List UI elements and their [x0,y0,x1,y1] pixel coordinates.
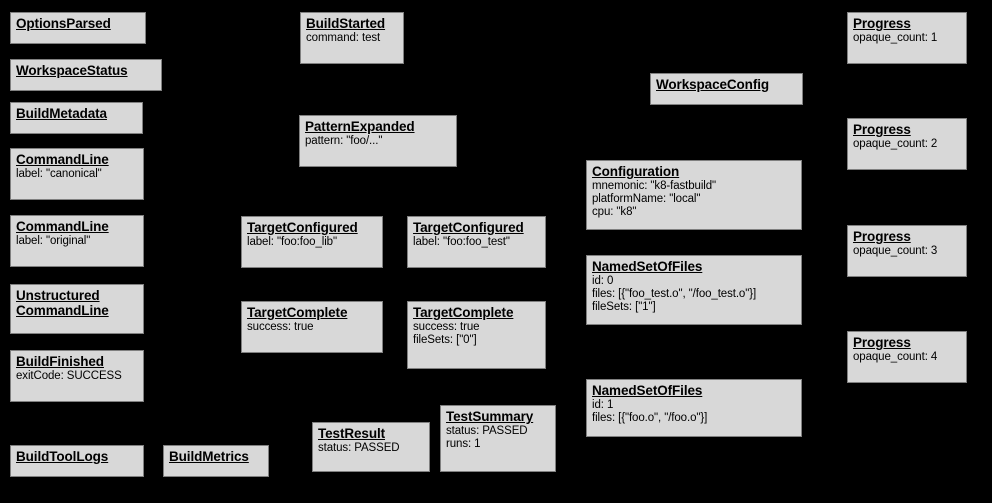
node-workspace-config[interactable]: WorkspaceConfig [650,73,803,105]
node-title: Progress [853,16,911,31]
node-title: TargetComplete [247,305,348,320]
node-fields: command: test [306,32,381,45]
node-title: WorkspaceStatus [16,63,128,78]
node-title: NamedSetOfFiles [592,259,703,274]
node-title: PatternExpanded [305,119,415,134]
node-title: TestResult [318,426,386,441]
node-title: WorkspaceConfig [656,77,770,92]
node-title: BuildToolLogs [16,449,109,464]
node-workspace-status[interactable]: WorkspaceStatus [10,59,162,91]
node-title: Configuration [592,164,680,179]
node-title: BuildMetadata [16,106,107,121]
node-title: OptionsParsed [16,16,111,31]
node-fields: label: "canonical" [16,168,102,181]
node-title: BuildFinished [16,354,104,369]
node-fields: opaque_count: 3 [853,245,938,258]
node-unstructured-command-line[interactable]: Unstructured CommandLine [10,284,144,334]
node-title: TargetConfigured [247,220,358,235]
node-build-tool-logs[interactable]: BuildToolLogs [10,445,144,477]
node-fields: success: true [247,321,314,334]
node-build-metadata[interactable]: BuildMetadata [10,102,143,134]
node-title: Unstructured CommandLine [16,288,109,319]
node-title: TestSummary [446,409,534,424]
node-fields: status: PASSED [318,442,400,455]
node-fields: opaque_count: 1 [853,32,938,45]
node-title: TargetConfigured [413,220,524,235]
node-fields: opaque_count: 4 [853,351,938,364]
node-title: BuildStarted [306,16,386,31]
node-title: CommandLine [16,152,109,167]
node-fields: status: PASSED runs: 1 [446,425,528,450]
node-fields: opaque_count: 2 [853,138,938,151]
node-fields: id: 1 files: [{"foo.o", "/foo.o"}] [592,399,708,424]
node-fields: label: "original" [16,235,91,248]
node-fields: id: 0 files: [{"foo_test.o", "/foo_test.… [592,275,757,313]
node-fields: exitCode: SUCCESS [16,370,122,383]
node-title: CommandLine [16,219,109,234]
node-options-parsed[interactable]: OptionsParsed [10,12,146,44]
node-fields: pattern: "foo/..." [305,135,383,148]
node-title: BuildMetrics [169,449,249,464]
node-title: Progress [853,122,911,137]
node-title: Progress [853,229,911,244]
node-title: NamedSetOfFiles [592,383,703,398]
node-fields: success: true fileSets: ["0"] [413,321,480,346]
node-fields: label: "foo:foo_test" [413,236,510,249]
node-title: TargetComplete [413,305,514,320]
node-build-metrics[interactable]: BuildMetrics [163,445,269,477]
node-title: Progress [853,335,911,350]
node-fields: mnemonic: "k8-fastbuild" platformName: "… [592,180,717,218]
node-fields: label: "foo:foo_lib" [247,236,337,249]
